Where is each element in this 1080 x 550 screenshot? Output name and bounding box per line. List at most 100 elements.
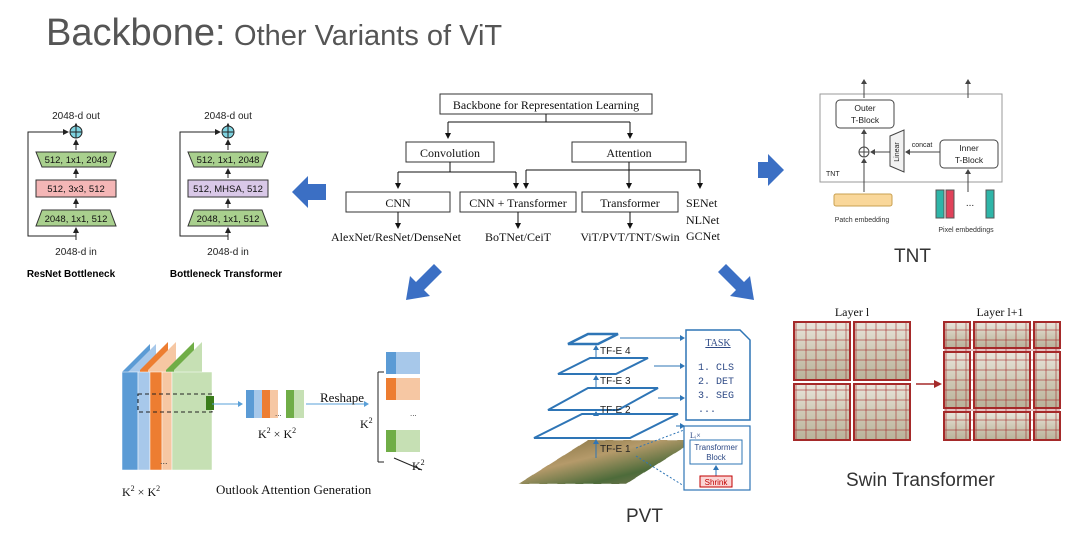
tnt-diagram: Outer T-Block Inner T-Block Linear conca…	[819, 79, 1003, 234]
svg-text:3. SEG: 3. SEG	[698, 391, 734, 402]
svg-text:512, 3x3, 512: 512, 3x3, 512	[47, 184, 105, 195]
svg-text:K2: K2	[360, 416, 373, 431]
svg-text:512, 1x1, 2048: 512, 1x1, 2048	[197, 155, 260, 166]
svg-text:Transformer: Transformer	[694, 443, 738, 452]
reshape-label: Reshape	[320, 390, 364, 405]
svg-text:512, MHSA, 512: 512, MHSA, 512	[193, 184, 263, 195]
bot-layer-3	[187, 209, 269, 227]
svg-text:...: ...	[966, 198, 974, 209]
title-sub: Other Variants of ViT	[234, 20, 503, 52]
layer-l1-windows	[943, 321, 1061, 441]
outlook-caption: Outlook Attention Generation	[216, 482, 372, 497]
outlook-attention-diagram: ... ... K2 × K2 Reshape ... K2 K2 K2 × K…	[121, 342, 425, 499]
tnt-caption: TNT	[894, 246, 931, 267]
cnn-examples: AlexNet/ResNet/DenseNet	[331, 230, 462, 244]
gcnet-label: GCNet	[686, 229, 721, 243]
transformer-block	[689, 439, 743, 465]
svg-text:T-Block: T-Block	[851, 115, 880, 125]
outer-tblock	[835, 99, 895, 129]
stage-plane-1	[533, 413, 679, 439]
transformer-examples: ViT/PVT/TNT/Swin	[580, 230, 679, 244]
svg-text:2. DET: 2. DET	[698, 377, 734, 388]
shrink-block	[699, 475, 733, 488]
task-document	[685, 329, 751, 421]
svg-text:...: ...	[160, 456, 168, 466]
patch-embedding-block	[833, 193, 893, 207]
arrow-down-left-icon	[406, 264, 442, 300]
svg-text:...: ...	[275, 409, 282, 418]
svg-text:CNN + Transformer: CNN + Transformer	[469, 196, 566, 210]
bot-layer-1	[187, 151, 269, 168]
svg-text:...: ...	[410, 409, 417, 418]
swin-diagram: Layer l Layer l+1	[793, 305, 1061, 441]
svg-text:Inner: Inner	[959, 143, 979, 153]
pixel-embedding-3	[985, 189, 995, 219]
layer-l-label: Layer l	[835, 305, 870, 319]
pvt-caption: PVT	[626, 506, 663, 527]
resnet-layer-3	[35, 209, 117, 227]
shift-arrow-icon	[934, 380, 942, 388]
svg-text:...: ...	[698, 405, 716, 416]
svg-text:Attention: Attention	[606, 146, 651, 160]
bot-in-label: 2048-d in	[207, 247, 249, 258]
svg-text:512, 1x1, 2048: 512, 1x1, 2048	[45, 155, 108, 166]
input-image	[518, 440, 696, 484]
tfe1-label: TF-E 1	[600, 444, 631, 455]
backbone-taxonomy: Backbone for Representation Learning Con…	[331, 93, 721, 244]
resnet-bottleneck: 2048-d out 512, 1x1, 2048 512, 3x3, 512 …	[27, 111, 117, 280]
svg-text:Shrink: Shrink	[705, 478, 729, 487]
layer-l1-label: Layer l+1	[976, 305, 1023, 319]
linear-layer	[889, 129, 905, 173]
resnet-in-label: 2048-d in	[55, 247, 97, 258]
kxk-small: K2 × K2	[258, 426, 296, 441]
svg-text:TASK: TASK	[705, 338, 731, 349]
svg-text:Convolution: Convolution	[420, 146, 480, 160]
resnet-caption: ResNet Bottleneck	[27, 269, 116, 280]
svg-text:TNT: TNT	[826, 171, 840, 178]
svg-text:K2: K2	[412, 458, 425, 473]
hybrid-examples: BoTNet/CeiT	[485, 230, 552, 244]
bot-out-label: 2048-d out	[204, 111, 252, 122]
bottleneck-transformer: 2048-d out 512, 1x1, 2048 512, MHSA, 512…	[170, 111, 282, 280]
arrow-right-icon	[758, 154, 784, 186]
tfe3-label: TF-E 3	[600, 376, 631, 387]
svg-text:2048, 1x1, 512: 2048, 1x1, 512	[45, 214, 108, 225]
svg-text:Outer: Outer	[854, 103, 875, 113]
bottleneck-figures: 2048-d out 512, 1x1, 2048 512, 3x3, 512 …	[27, 111, 282, 280]
svg-text:Linear: Linear	[894, 142, 901, 162]
arrow-down-right-icon	[718, 264, 754, 300]
svg-text:2048, 1x1, 512: 2048, 1x1, 512	[197, 214, 260, 225]
svg-text:T-Block: T-Block	[955, 155, 984, 165]
tfe2-label: TF-E 2	[600, 405, 631, 416]
svg-text:Backbone for Representation Le: Backbone for Representation Learning	[453, 98, 639, 112]
svg-text:Transformer: Transformer	[600, 196, 660, 210]
bot-caption: Bottleneck Transformer	[170, 269, 282, 280]
stage-plane-3	[557, 357, 649, 375]
svg-text:Pixel embeddings: Pixel embeddings	[938, 227, 994, 234]
pvt-diagram: TF-E 4 TF-E 3 TF-E 2 TF-E 1 TASK 1. CLS …	[517, 329, 751, 491]
swin-caption: Swin Transformer	[846, 470, 995, 491]
arrow-left-icon	[292, 176, 326, 208]
stage-plane-2	[547, 387, 659, 411]
senet-label: SENet	[686, 196, 718, 210]
svg-text:CNN: CNN	[385, 196, 411, 210]
title-main: Backbone:	[46, 12, 226, 54]
stage-plane-4	[567, 332, 619, 346]
resnet-layer-2	[35, 179, 117, 198]
pixel-embedding-2	[945, 189, 955, 219]
resnet-out-label: 2048-d out	[52, 111, 100, 122]
svg-text:Patch embedding: Patch embedding	[835, 217, 890, 224]
slide-title: Backbone: Other Variants of ViT	[46, 12, 502, 55]
resnet-layer-1	[35, 151, 117, 168]
svg-text:concat: concat	[912, 142, 933, 149]
tfe4-label: TF-E 4	[600, 346, 631, 357]
svg-text:1. CLS: 1. CLS	[698, 363, 734, 374]
layer-l-windows	[793, 321, 911, 441]
svg-text:Block: Block	[706, 453, 727, 462]
pixel-embedding-1	[935, 189, 945, 219]
bot-layer-2	[187, 179, 269, 198]
svg-text:Lᵢ×: Lᵢ×	[690, 431, 701, 440]
inner-tblock	[939, 139, 999, 169]
kxk-large: K2 × K2	[122, 484, 160, 499]
nlnet-label: NLNet	[686, 213, 720, 227]
